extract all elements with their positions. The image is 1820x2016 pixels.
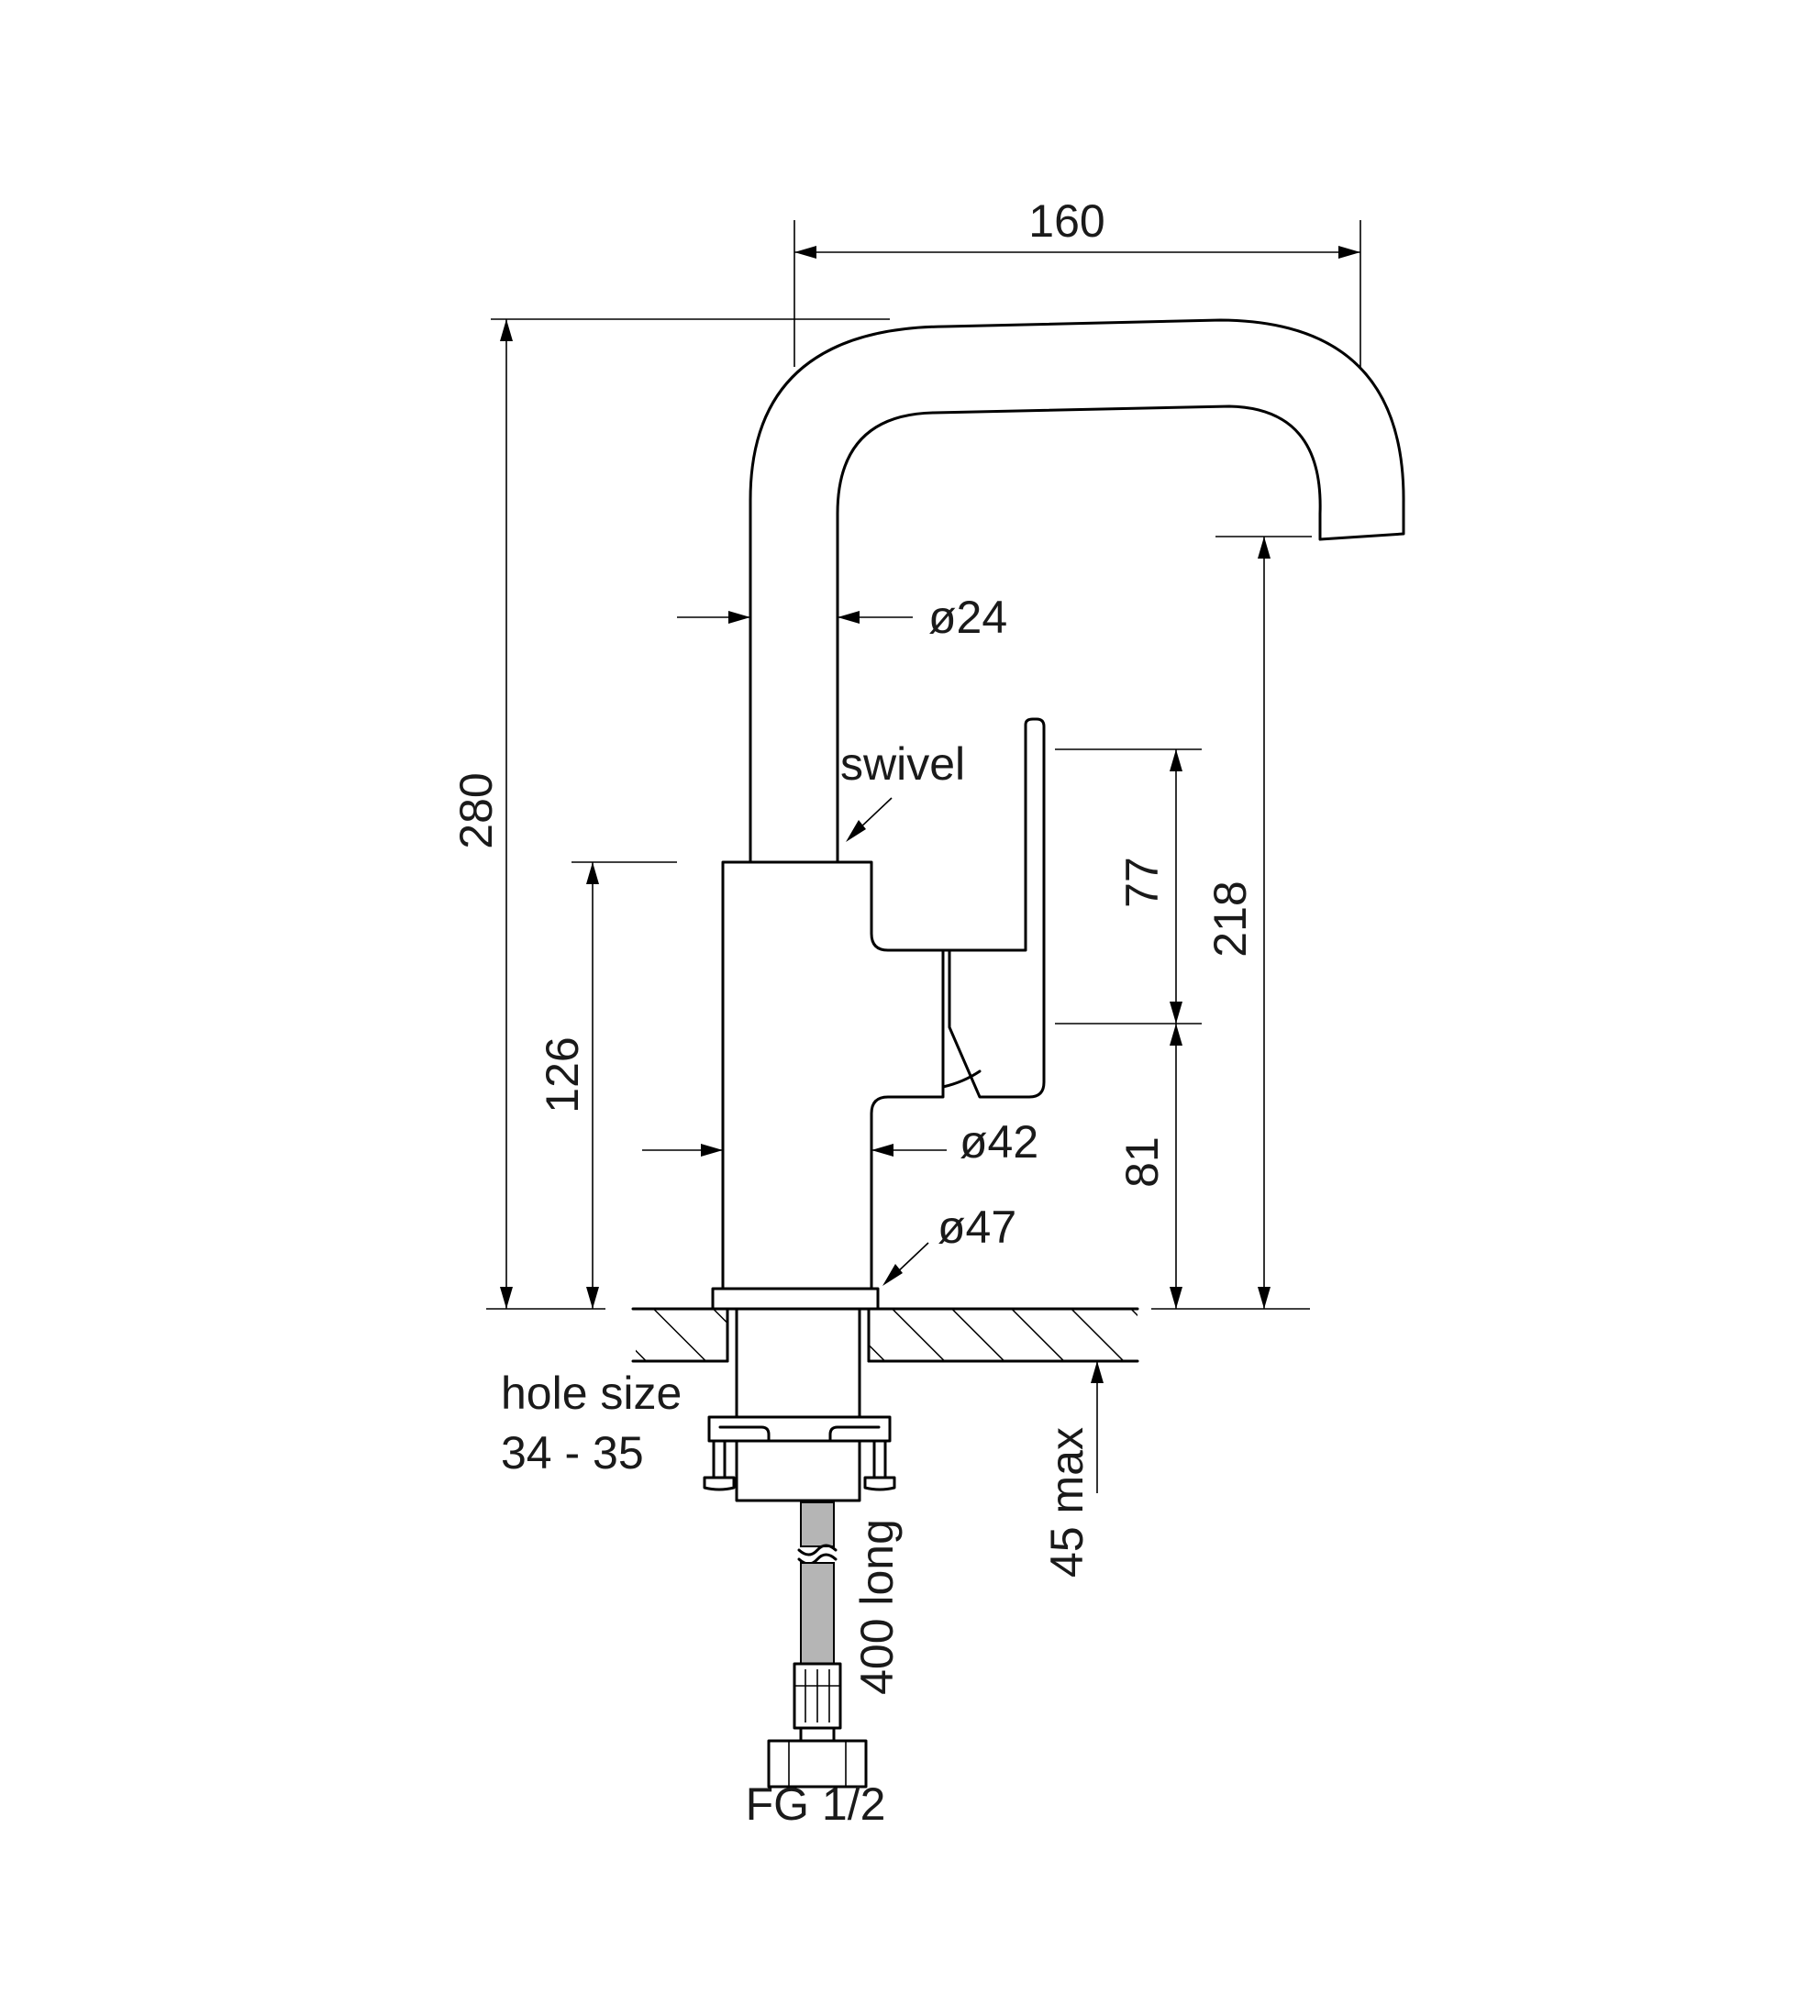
base-diameter-label: ø47 bbox=[938, 1202, 1016, 1253]
countertop bbox=[631, 1307, 1139, 1363]
hole-size-value: 34 - 35 bbox=[501, 1427, 644, 1479]
supply-hose bbox=[767, 1501, 868, 1789]
connection-label: FG 1/2 bbox=[746, 1778, 886, 1830]
lever-handle bbox=[941, 717, 1046, 1099]
dimension-lines bbox=[486, 220, 1361, 1493]
dimension-126-label: 126 bbox=[537, 1036, 588, 1113]
dimension-160-label: 160 bbox=[1028, 195, 1104, 247]
dimension-218-label: 218 bbox=[1204, 881, 1256, 957]
dimension-labels: 160 280 ø24 swivel 126 77 218 81 ø42 ø47… bbox=[450, 195, 1256, 1830]
hose-length-label: 400 long bbox=[851, 1519, 903, 1695]
dimension-77-label: 77 bbox=[1116, 857, 1168, 908]
fixing-bracket bbox=[703, 1415, 896, 1502]
lever-pivot bbox=[941, 1069, 982, 1089]
dimension-81-label: 81 bbox=[1116, 1136, 1168, 1188]
hole-size-label: hole size bbox=[501, 1368, 682, 1419]
dimension-280-label: 280 bbox=[450, 772, 502, 848]
faucet-body bbox=[721, 860, 945, 1290]
swivel-label: swivel bbox=[840, 738, 965, 790]
body-diameter-label: ø42 bbox=[960, 1116, 1038, 1168]
max-thickness-label: 45 max bbox=[1041, 1427, 1093, 1578]
spout bbox=[749, 318, 1405, 864]
spout-diameter-label: ø24 bbox=[928, 592, 1007, 643]
shank bbox=[735, 1307, 861, 1419]
base-flange bbox=[711, 1287, 880, 1311]
